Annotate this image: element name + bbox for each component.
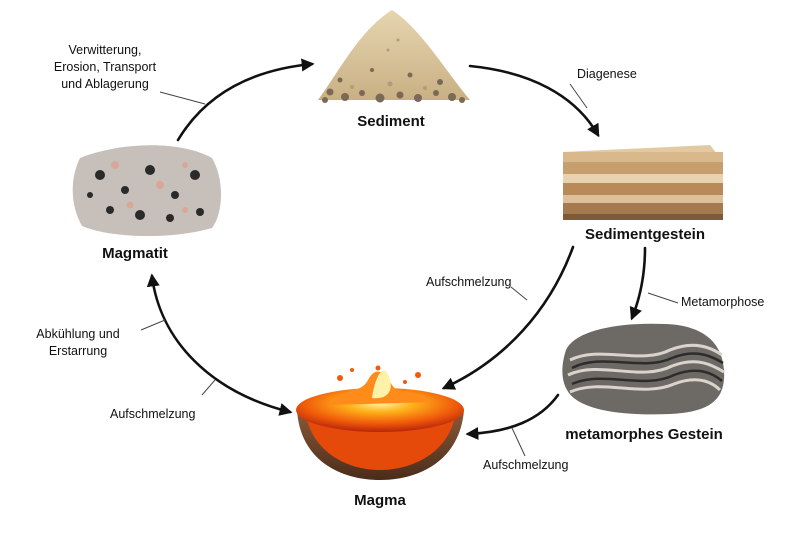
granite-block-icon bbox=[72, 145, 221, 237]
sand-pile-icon bbox=[318, 10, 470, 103]
arrow-magmatit-magma bbox=[146, 273, 293, 416]
arrow-metamorph-to-magma bbox=[465, 393, 560, 440]
edge-label-weathering-line1: Verwitterung, bbox=[68, 43, 142, 57]
node-label-metamorphes-gestein: metamorphes Gestein bbox=[565, 426, 723, 443]
node-label-sediment: Sediment bbox=[357, 113, 425, 130]
leader-lines bbox=[140, 83, 679, 457]
edge-label-aufschmelzung-sedimentgestein: Aufschmelzung bbox=[426, 275, 512, 289]
edge-label-metamorphose: Metamorphose bbox=[681, 295, 765, 309]
arrows bbox=[146, 58, 647, 440]
node-label-magma: Magma bbox=[354, 492, 406, 509]
arrow-sediment-to-sedimentgestein bbox=[468, 64, 600, 138]
edge-label-weathering: Verwitterung, Erosion, Transport und Abl… bbox=[54, 42, 156, 93]
arrow-sedimentgestein-to-metamorph bbox=[629, 246, 647, 321]
edge-label-weathering-line3: und Ablagerung bbox=[61, 77, 149, 91]
layered-rock-icon bbox=[563, 145, 723, 220]
edge-label-weathering-line2: Erosion, Transport bbox=[53, 60, 157, 74]
edge-label-cooling-line1: Abkühlung und bbox=[36, 327, 120, 341]
banded-gneiss-icon bbox=[562, 323, 725, 415]
edge-label-cooling: Abkühlung und Erstarrung bbox=[36, 326, 119, 360]
molten-magma-bowl-icon bbox=[296, 365, 464, 480]
arrow-sedimentgestein-to-magma bbox=[441, 245, 575, 390]
edge-label-cooling-line2: Erstarrung bbox=[48, 344, 108, 358]
edge-label-aufschmelzung-magmatit: Aufschmelzung bbox=[110, 407, 196, 421]
node-label-sedimentgestein: Sedimentgestein bbox=[584, 226, 706, 243]
arrow-magmatit-to-sediment bbox=[176, 58, 315, 142]
node-label-magmatit: Magmatit bbox=[102, 245, 168, 262]
edge-label-aufschmelzung-metamorph: Aufschmelzung bbox=[483, 458, 569, 472]
edge-label-diagenese: Diagenese bbox=[577, 67, 637, 81]
